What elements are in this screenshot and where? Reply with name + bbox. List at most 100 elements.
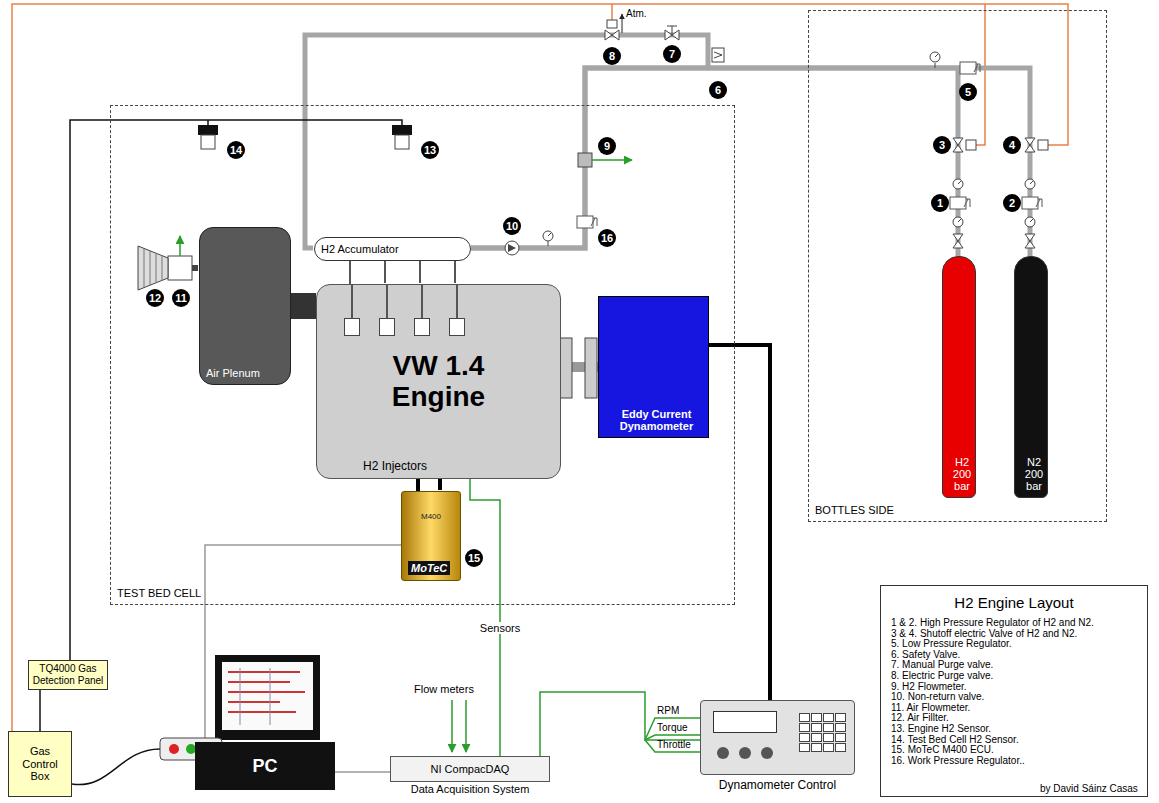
callout-number: 3	[933, 136, 951, 154]
connector	[39, 690, 41, 731]
callout-number: 4	[1003, 136, 1021, 154]
annotation: Flow meters	[414, 683, 474, 695]
dynamometer-box: Eddy Current Dynamometer	[598, 296, 709, 438]
knob	[761, 747, 773, 759]
pc-monitor	[215, 655, 320, 740]
region-band: TEST BED CELL H2 AccumulatorAir Plenum H2 …	[110, 105, 735, 605]
node-text: 16. Work Pressure Regulator..	[891, 756, 1137, 767]
node-title: PC	[252, 756, 277, 777]
annotation: Atm.	[626, 8, 647, 19]
node-text: 6. Safety Valve.	[891, 650, 1137, 661]
callout-number: 1	[931, 194, 949, 212]
knob	[739, 747, 751, 759]
injector	[344, 318, 360, 336]
flange	[585, 338, 597, 398]
callout-number: 12	[146, 289, 164, 307]
connector	[291, 293, 316, 319]
accumulator-box: H2 Accumulator	[314, 237, 471, 261]
key	[835, 723, 846, 732]
node-text: 9. H2 Flowmeter.	[891, 682, 1137, 693]
callout-number: 16	[598, 229, 616, 247]
callout-number: 14	[227, 141, 245, 159]
node-title: TQ4000 Gas Detection Panel	[32, 663, 104, 686]
node-title: H2 Engine Layout	[891, 594, 1137, 612]
valve-symbol	[505, 14, 1048, 255]
node-title: N2 200 bar	[1021, 456, 1047, 492]
node-title: H2 Injectors	[363, 459, 427, 473]
node-text: 5. Low Pressure Regulator.	[891, 639, 1137, 650]
node-text: 12. Air Fillter.	[891, 713, 1137, 724]
author-note: by David Sáinz Casas	[1040, 783, 1138, 794]
region-band: BOTTLES SIDE H2 200 bar N2 200 bar	[808, 10, 1107, 522]
gas-cylinder: N2 200 bar	[1014, 256, 1048, 498]
connector	[709, 345, 770, 700]
key	[811, 713, 822, 722]
callout-number: 6	[709, 81, 727, 99]
callout-number: 15	[465, 549, 483, 567]
node-text: M400	[421, 512, 441, 521]
injector	[456, 285, 458, 318]
injector	[449, 318, 465, 336]
display	[713, 711, 777, 733]
key	[811, 723, 822, 732]
dyno-control: Dynamometer Control	[700, 700, 855, 796]
node-text: VW 1.4 Engine	[379, 351, 499, 413]
key	[799, 713, 810, 722]
connector	[471, 68, 958, 256]
node-text: 14. Test Bed Cell H2 Sensor.	[891, 735, 1137, 746]
injector	[414, 318, 430, 336]
injector	[421, 285, 423, 318]
knob	[717, 747, 729, 759]
connector	[416, 479, 420, 491]
callout-number: 10	[503, 217, 521, 235]
node-text: 10. Non-return valve.	[891, 692, 1137, 703]
key	[799, 733, 810, 742]
key	[799, 743, 810, 752]
node-title: BOTTLES SIDE	[815, 504, 894, 516]
key	[835, 713, 846, 722]
connector	[471, 68, 1030, 256]
injector	[351, 285, 353, 318]
callout-number: 2	[1003, 194, 1021, 212]
gas-cylinder: H2 200 bar	[942, 256, 976, 498]
key	[823, 743, 834, 752]
signal-name: RPM	[657, 705, 679, 716]
node-title: TEST BED CELL	[117, 587, 201, 599]
signal-line	[452, 700, 700, 752]
pc-box: PC	[195, 742, 335, 790]
node-title: H2 200 bar	[949, 456, 975, 492]
connector	[540, 692, 700, 756]
node-text: 11. Air Flowmeter.	[891, 703, 1137, 714]
key	[823, 733, 834, 742]
node-text: 1 & 2. High Pressure Regulator of H2 and…	[891, 618, 1137, 629]
connector	[205, 545, 401, 742]
air-intake	[138, 236, 198, 290]
connector	[349, 261, 351, 284]
key	[835, 733, 846, 742]
key	[835, 743, 846, 752]
node-text: 7. Manual Purge valve.	[891, 660, 1137, 671]
flange	[560, 338, 572, 398]
node-text: 3 & 4. Shutoff electric Valve of H2 and …	[891, 629, 1137, 640]
node-text: 15. MoTeC M400 ECU.	[891, 745, 1137, 756]
edge-label: Sensors	[478, 622, 522, 634]
key	[811, 733, 822, 742]
key	[823, 713, 834, 722]
node-text: 13. Engine H2 Sensor.	[891, 724, 1137, 735]
daq-box: NI CompacDAQData Acquisition System	[390, 756, 550, 798]
injector	[379, 318, 395, 336]
node-title: Eddy Current Dynamometer	[605, 408, 708, 432]
ecu-box: MoTeCM400	[401, 491, 461, 581]
signal-name: Throttle	[657, 739, 691, 750]
callout-number: 13	[421, 141, 439, 159]
callout-number: 8	[603, 47, 621, 65]
plenum-box: Air Plenum	[199, 227, 291, 385]
callout-number: 7	[663, 45, 681, 63]
connector	[470, 479, 500, 756]
key	[811, 743, 822, 752]
callout-number: 11	[172, 289, 190, 307]
key-panel: H2 Engine Layout 1 & 2. High Pressure Reg…	[880, 585, 1148, 797]
key	[823, 723, 834, 732]
node-title: Air Plenum	[206, 367, 260, 379]
node-text: 8. Electric Purge valve.	[891, 671, 1137, 682]
